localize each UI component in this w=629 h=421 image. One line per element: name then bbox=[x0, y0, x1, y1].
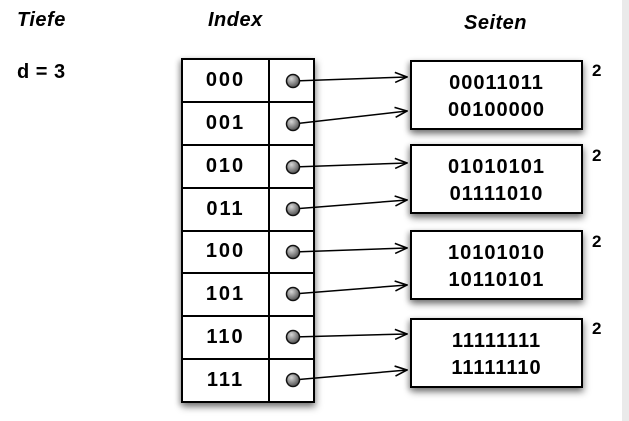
page-entry: 11111110 bbox=[451, 356, 542, 379]
pointer-cell bbox=[270, 360, 313, 401]
index-table: 000 001 010 011 100 101 110 111 bbox=[181, 58, 315, 403]
index-row: 011 bbox=[183, 188, 313, 232]
index-row: 100 bbox=[183, 231, 313, 275]
page-entry: 01010101 bbox=[448, 155, 545, 178]
pointer-cell bbox=[270, 274, 313, 315]
page-entry: 00011011 bbox=[449, 71, 544, 94]
local-depth-label: 2 bbox=[592, 319, 602, 338]
index-entry-label: 101 bbox=[183, 274, 270, 316]
pointer-cell bbox=[270, 146, 313, 187]
page-entry: 00100000 bbox=[448, 98, 545, 121]
page-entry: 11111111 bbox=[451, 329, 542, 352]
page-box: 01010101 01111010 bbox=[410, 144, 583, 214]
pointer-cell bbox=[270, 232, 313, 273]
index-row: 010 bbox=[183, 145, 313, 189]
index-entry-label: 100 bbox=[183, 231, 270, 273]
index-row: 111 bbox=[183, 360, 313, 401]
index-entry-label: 110 bbox=[183, 317, 270, 359]
pointer-cell bbox=[270, 189, 313, 230]
index-row: 000 bbox=[183, 60, 313, 103]
pages-column-header: Seiten bbox=[464, 12, 528, 34]
page-entry: 10110101 bbox=[448, 268, 545, 291]
index-row: 101 bbox=[183, 274, 313, 318]
page-edge-strip bbox=[622, 0, 629, 421]
page-box: 11111111 11111110 bbox=[410, 318, 583, 388]
index-entry-label: 000 bbox=[183, 60, 270, 101]
index-column-header: Index bbox=[208, 9, 263, 31]
index-row: 001 bbox=[183, 102, 313, 146]
page-entry: 01111010 bbox=[449, 182, 544, 205]
local-depth-label: 2 bbox=[592, 146, 602, 165]
index-entry-label: 010 bbox=[183, 145, 270, 187]
pointer-cell bbox=[270, 60, 313, 101]
index-entry-label: 111 bbox=[183, 360, 270, 401]
index-entry-label: 011 bbox=[183, 188, 270, 230]
depth-column-header: Tiefe bbox=[17, 9, 66, 31]
index-entry-label: 001 bbox=[183, 102, 270, 144]
local-depth-label: 2 bbox=[592, 61, 602, 80]
global-depth-value: d = 3 bbox=[17, 61, 66, 83]
page-entry: 10101010 bbox=[448, 241, 545, 264]
pointer-cell bbox=[270, 317, 313, 358]
local-depth-label: 2 bbox=[592, 232, 602, 251]
pointer-cell bbox=[270, 103, 313, 144]
index-row: 110 bbox=[183, 317, 313, 361]
page-box: 00011011 00100000 bbox=[410, 60, 583, 130]
page-box: 10101010 10110101 bbox=[410, 230, 583, 300]
